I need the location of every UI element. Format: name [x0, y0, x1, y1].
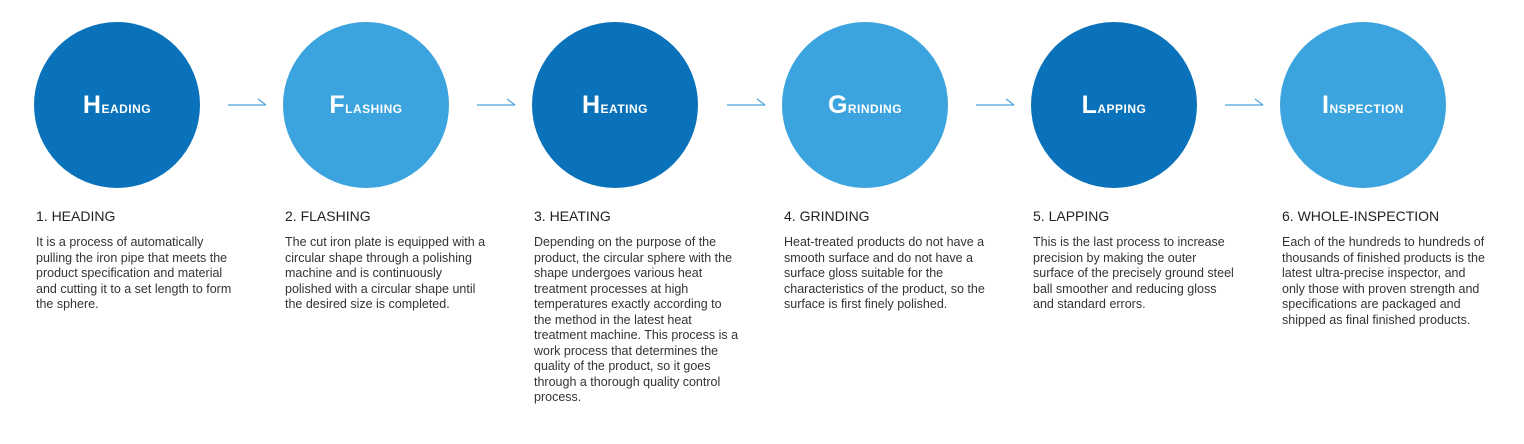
circle-title-heading: Heading — [82, 90, 152, 119]
circle-title-inspection: Inspection — [1322, 90, 1404, 119]
circle-title-lapping: Lapping — [1081, 90, 1147, 119]
step-description-4: Heat-treated products do not have a smoo… — [784, 235, 985, 311]
step-circle-heading: Heading — [34, 22, 200, 188]
circle-title-flashing: Flashing — [329, 90, 403, 119]
step-circle-inspection: Inspection — [1280, 22, 1446, 188]
step-heading-1: 1. HEADING — [36, 208, 116, 224]
step-circle-grinding: Grinding — [782, 22, 948, 188]
step-circle-lapping: Lapping — [1031, 22, 1197, 188]
arrow-right-icon — [1225, 98, 1264, 106]
step-description-1: It is a process of automatically pulling… — [36, 235, 232, 311]
step-heading-6: 6. WHOLE-INSPECTION — [1282, 208, 1440, 224]
step-description-3: Depending on the purpose of the product,… — [534, 235, 739, 404]
circle-title-heating: Heating — [581, 90, 648, 119]
step-circle-heating: Heating — [532, 22, 698, 188]
step-heading-2: 2. FLASHING — [285, 208, 371, 224]
step-description-6: Each of the hundreds to hundreds of thou… — [1282, 235, 1485, 327]
step-heading-3: 3. HEATING — [534, 208, 611, 224]
step-heading-5: 5. LAPPING — [1033, 208, 1110, 224]
circle-title-grinding: Grinding — [827, 90, 903, 119]
step-description-5: This is the last process to increase pre… — [1033, 235, 1234, 311]
step-heading-4: 4. GRINDING — [784, 208, 870, 224]
arrow-right-icon — [976, 98, 1015, 106]
arrow-right-icon — [477, 98, 516, 106]
step-description-2: The cut iron plate is equipped with a ci… — [285, 235, 486, 311]
step-circle-flashing: Flashing — [283, 22, 449, 188]
arrow-right-icon — [228, 98, 267, 106]
arrow-right-icon — [727, 98, 766, 106]
